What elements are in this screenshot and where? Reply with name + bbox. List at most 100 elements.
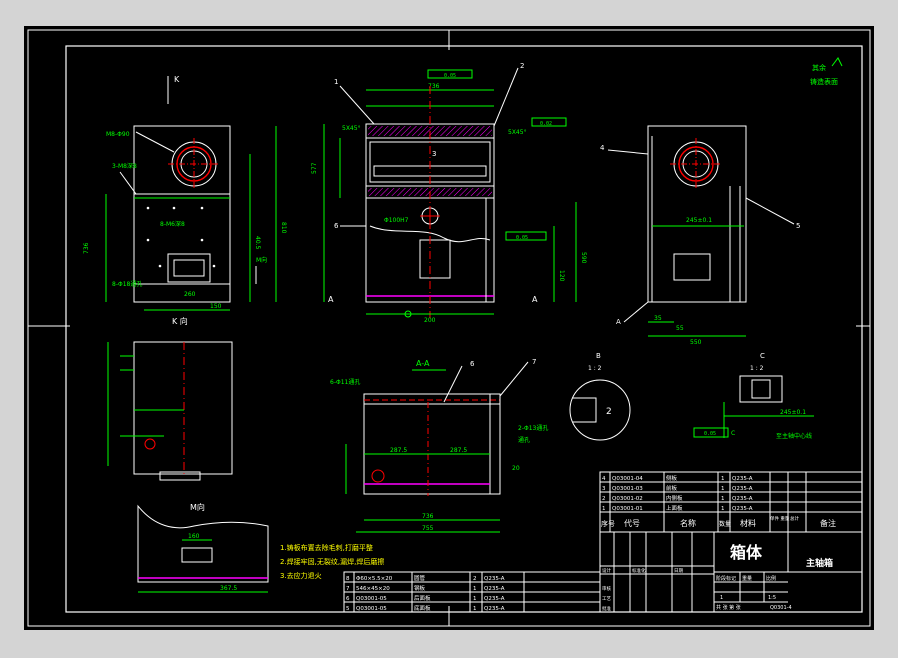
section-dim-right: 287.5 xyxy=(450,447,467,454)
main-tol-2: 0.02 xyxy=(540,121,552,127)
front-dim-width: 736 xyxy=(83,242,90,254)
lower-cell-r2-c3: 1 xyxy=(473,596,477,602)
section-leader-6 xyxy=(443,365,463,403)
main-bore-label: Φ100H7 xyxy=(384,217,409,224)
detail-b-circle xyxy=(569,379,631,441)
section-caption: A-A xyxy=(416,359,430,368)
front-view: K 810 40.5 736 260 150 M8-Φ90 3-M8深8 8-M… xyxy=(83,75,287,311)
parts-cell-r0-c0: 4 xyxy=(602,476,606,482)
k-view-hole xyxy=(144,438,156,450)
lower-cell-r0-c4: Q235-A xyxy=(484,576,505,582)
side-outline xyxy=(647,125,747,303)
front-leader1 xyxy=(135,131,175,153)
parts-cell-r2-c3: 1 xyxy=(721,496,725,502)
drawing-canvas: 其余 铸造表面 K 810 40.5 736 260 150 M xyxy=(24,26,874,630)
detail-b-number: 2 xyxy=(606,407,612,417)
section-leader-7 xyxy=(499,361,529,397)
note-2: 2.焊接牢固,无裂纹,漏焊,焊后磨擦 xyxy=(280,557,384,566)
roughness-line2: 铸造表面 xyxy=(810,77,838,86)
front-dim-lower: 150 xyxy=(210,303,222,310)
roughness-symbol xyxy=(831,57,843,67)
section-dim-overall2: 755 xyxy=(422,525,434,532)
title-scale-label: 比例 xyxy=(766,575,776,582)
lower-cell-r2-c4: Q235-A xyxy=(484,596,505,602)
parts-cell-r2-c1: Q03001-02 xyxy=(612,496,643,502)
main-chamfer-left: 5X45° xyxy=(342,125,361,132)
title-qty: 1 xyxy=(720,595,723,601)
parts-cell-r1-c1: Q03001-03 xyxy=(612,486,643,492)
main-datum-symbol xyxy=(404,310,412,318)
title-assembly: 主轴箱 xyxy=(806,557,833,569)
side-leader-5 xyxy=(745,197,795,225)
cad-drawing: 其余 铸造表面 K 810 40.5 736 260 150 M xyxy=(27,29,871,627)
parts-cell-r3-c0: 1 xyxy=(602,506,606,512)
detail-c-tol: 0.05 xyxy=(704,431,716,437)
m-view-dim2: 367.5 xyxy=(220,585,237,592)
section-hole-note: 2-Φ13通孔 xyxy=(518,424,548,432)
parts-cell-r1-c0: 3 xyxy=(602,486,606,492)
parts-cell-r3-c4: Q235-A xyxy=(732,506,753,512)
main-tol-frame-2 xyxy=(531,117,567,127)
side-balloon-5: 5 xyxy=(796,222,800,230)
parts-cell-r0-c3: 1 xyxy=(721,476,725,482)
main-balloon-1: 1 xyxy=(334,78,338,86)
title-checked: 审核 xyxy=(602,585,611,592)
section-dim-left: 287.5 xyxy=(390,447,407,454)
title-scale: 1:5 xyxy=(768,595,776,601)
m-view-cutout xyxy=(181,547,213,563)
main-cut-line xyxy=(369,225,491,243)
front-label-bolt: M8-Φ90 xyxy=(106,131,130,138)
detail-c-inner xyxy=(751,379,771,399)
lower-cell-r0-c2: 圆管 xyxy=(414,574,426,582)
lower-cell-r1-c3: 1 xyxy=(473,586,477,592)
lower-cell-r3-c4: Q235-A xyxy=(484,606,505,612)
title-drawn: 设计 xyxy=(602,567,611,574)
section-top-wall xyxy=(363,393,501,405)
front-dim-height: 810 xyxy=(280,222,287,234)
front-label-base-holes: 8-Φ18通孔 xyxy=(112,280,142,288)
section-right-wall xyxy=(489,393,501,495)
front-outline xyxy=(133,125,231,303)
front-holes xyxy=(146,206,216,268)
header-material: 材料 xyxy=(740,518,756,528)
title-drawing-no: Q0301-4 xyxy=(770,605,792,611)
main-balloon-3: 3 xyxy=(432,150,436,158)
section-balloon-6: 6 xyxy=(470,360,475,368)
section-through: 通孔 xyxy=(518,436,530,444)
header-code: 代号 xyxy=(624,518,640,528)
detail-c-dim: 245±0.1 xyxy=(780,409,806,416)
side-dim-bottom: 55 xyxy=(676,325,684,332)
front-window xyxy=(167,253,211,283)
parts-cell-r1-c4: Q235-A xyxy=(732,486,753,492)
m-view: M向 160 367.5 xyxy=(137,502,269,593)
section-view: A-A 287.5 287.5 736 755 20 2-Φ13通孔 通孔 6-… xyxy=(330,358,548,533)
section-left-hole: 6-Φ11通孔 xyxy=(330,378,360,386)
lower-cell-r2-c1: Q03001-05 xyxy=(356,596,387,602)
roughness-note: 其余 铸造表面 xyxy=(810,57,843,86)
main-view: 0.05 736 577 590 200 120 5X45° 5X45° Φ10… xyxy=(311,62,587,324)
section-balloon-7: 7 xyxy=(532,358,536,366)
front-dim-mid: 40.5 xyxy=(254,236,261,250)
front-window-inner xyxy=(173,259,205,277)
detail-b-scale: 1 : 2 xyxy=(588,365,602,372)
detail-c-tol-frame xyxy=(693,427,729,438)
main-section-marker-left: A xyxy=(328,295,334,304)
side-marker: A xyxy=(616,318,621,326)
lower-cell-r0-c1: Φ60×5.5×20 xyxy=(356,576,393,582)
lower-cell-r2-c2: 后面板 xyxy=(414,594,431,602)
front-m-mark: M向 xyxy=(256,256,267,264)
parts-cell-r1-c2: 前板 xyxy=(666,484,678,492)
detail-b-weld xyxy=(572,397,597,423)
detail-c-caption: C xyxy=(760,352,765,360)
parts-cell-r2-c4: Q235-A xyxy=(732,496,753,502)
side-leader-4 xyxy=(607,149,649,155)
side-view: 245±0.1 550 35 55 4 5 A xyxy=(600,125,800,346)
front-dim-base: 260 xyxy=(184,291,196,298)
title-approved: 批准 xyxy=(602,605,611,612)
parts-cell-r3-c2: 上面板 xyxy=(666,504,683,512)
lower-cell-r1-c2: 钢板 xyxy=(414,584,426,592)
lower-cell-r1-c4: Q235-A xyxy=(484,586,505,592)
parts-cell-r1-c3: 1 xyxy=(721,486,725,492)
